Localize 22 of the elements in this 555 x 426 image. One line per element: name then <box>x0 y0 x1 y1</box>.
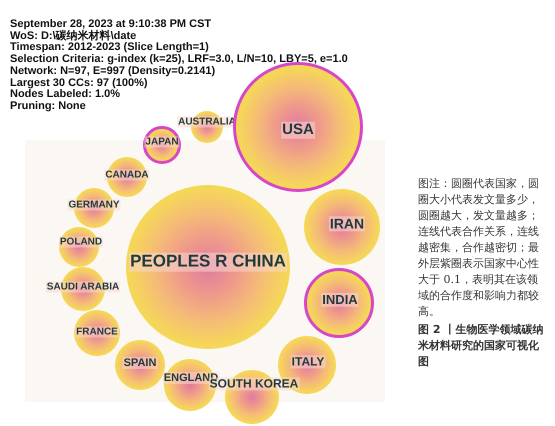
country-label: INDIA <box>321 292 359 308</box>
country-label: JAPAN <box>144 136 180 148</box>
figure-caption: 图 2 丨生物医学领域碳纳米材料研究的国家可视化图 <box>418 322 544 370</box>
country-label: GERMANY <box>67 200 121 210</box>
country-label: CANADA <box>104 170 150 180</box>
metadata-line: Nodes Labeled: 1.0% <box>10 89 120 100</box>
country-label: ITALY <box>290 355 326 369</box>
country-label: SAUDI ARABIA <box>46 282 120 292</box>
country-label: POLAND <box>58 236 104 248</box>
country-label: IRAN <box>328 216 366 232</box>
figure-note: 图注：圆圈代表国家，圆圈大小代表发文量多少，圆圈越大，发文量越多；连线代表合作关系，连线越密集，合作越密切；最外层紫圈表示国家中心性大于 0.1，表明其在该领域的合作度和影响力都较高。 <box>418 176 540 320</box>
country-label: PEOPLES R CHINA <box>129 252 287 272</box>
metadata-line: September 28, 2023 at 9:10:38 PM CST <box>10 19 212 30</box>
metadata-line: Timespan: 2012-2023 (Slice Length=1) <box>10 42 209 54</box>
metadata-line: WoS: D:\碳纳米材料\date <box>10 30 136 42</box>
country-label: FRANCE <box>75 326 119 338</box>
metadata-line: Largest 30 CCs: 97 (100%) <box>10 78 148 88</box>
metadata-line: Network: N=97, E=997 (Density=0.2141) <box>10 66 216 77</box>
metadata-line: Pruning: None <box>10 100 86 112</box>
metadata-line: Selection Criteria: g-index (k=25), LRF=3.0, L/N=10, LBY=5, e=1.0 <box>10 54 348 66</box>
country-label: USA <box>281 122 315 138</box>
country-label: SPAIN <box>122 356 158 370</box>
